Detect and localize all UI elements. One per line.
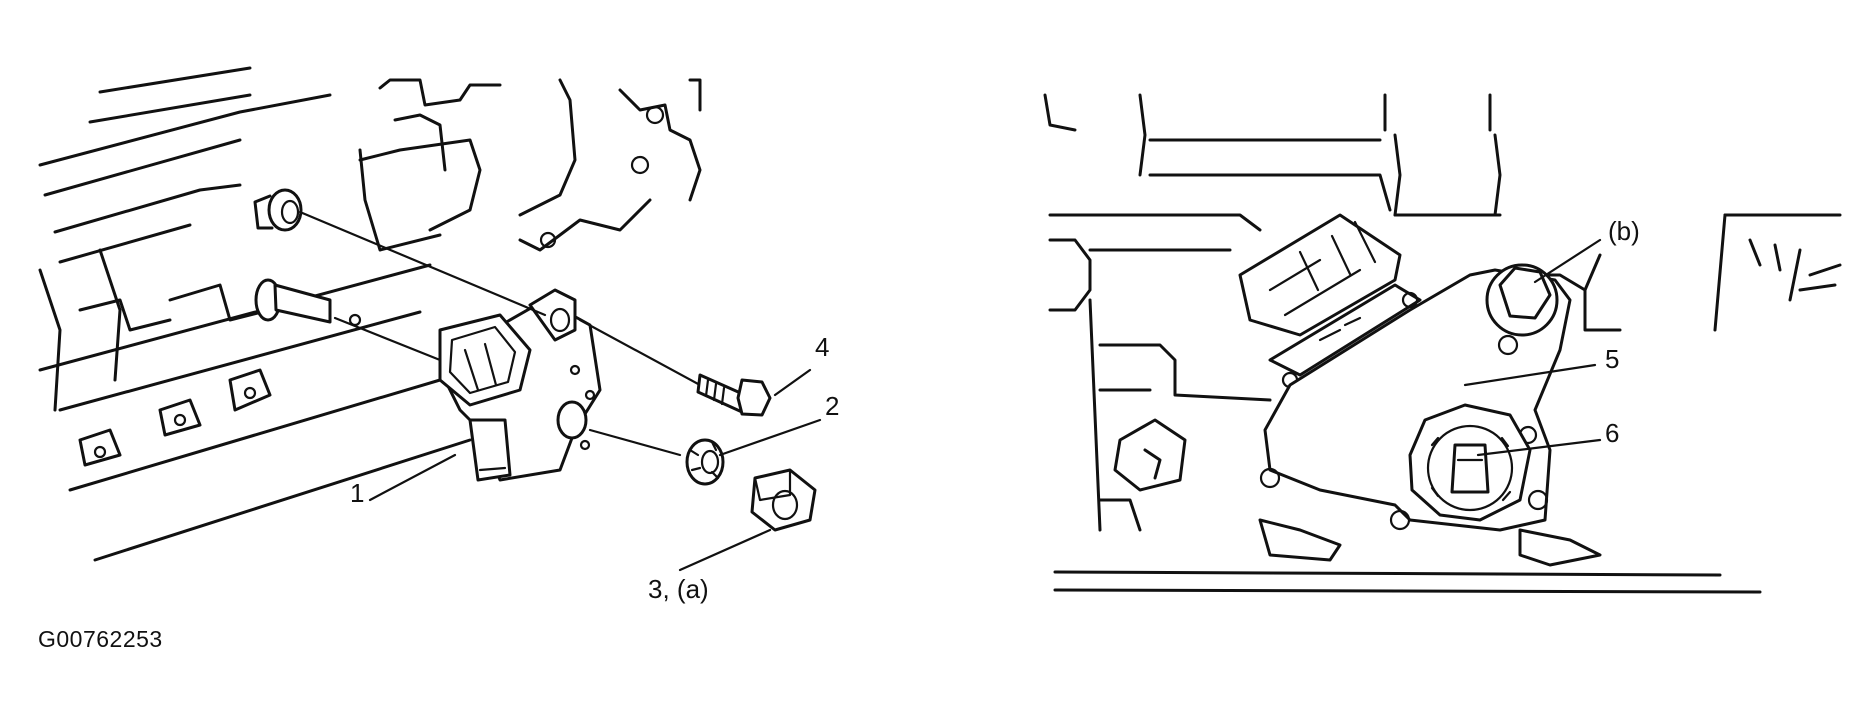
switch-connector — [1238, 213, 1422, 389]
callout-4: 4 — [815, 332, 829, 362]
left-view-exploded: 1 2 3, (a) 4 — [38, 66, 839, 604]
callout-1: 1 — [350, 478, 364, 508]
left-manual-shaft — [254, 278, 362, 327]
shaft-nut — [1408, 403, 1532, 522]
callout-3-a: 3, (a) — [648, 574, 709, 604]
left-assembly-centerlines — [298, 210, 702, 457]
bolt-b — [1485, 263, 1559, 337]
bolt-part — [696, 373, 772, 417]
right-transmission-housing — [1043, 93, 1842, 594]
left-bushing — [253, 188, 303, 232]
nut-part — [750, 468, 817, 532]
figure-code: G00762253 — [38, 626, 163, 652]
callout-b: (b) — [1608, 216, 1640, 246]
left-callout-leaders — [368, 368, 822, 572]
callout-2: 2 — [825, 391, 839, 421]
neutral-start-switch — [438, 288, 602, 482]
callout-6: 6 — [1605, 418, 1619, 448]
right-view-installed: (b) 5 6 — [1043, 93, 1842, 594]
lock-washer-part — [685, 438, 725, 486]
callout-5: 5 — [1605, 344, 1619, 374]
left-transmission-housing — [38, 66, 702, 562]
right-callout-leaders — [1463, 238, 1602, 457]
